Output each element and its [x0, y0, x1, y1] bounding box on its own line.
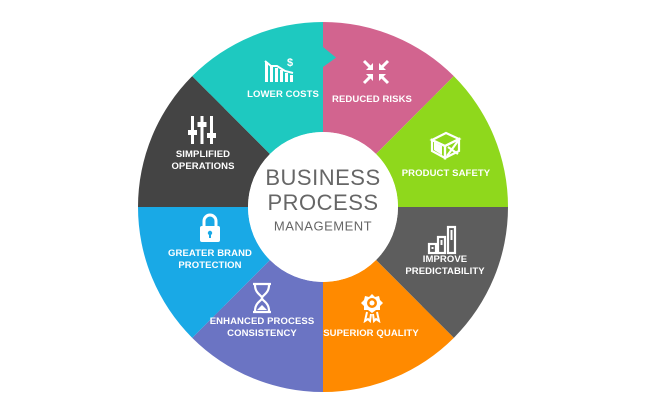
segment-label-product-safety: PRODUCT SAFETY [401, 168, 491, 179]
label-line2: OPERATIONS [171, 161, 235, 172]
segment-label-superior-quality: SUPERIOR QUALITY [323, 328, 419, 339]
label-line1: SIMPLIFIED [175, 149, 231, 160]
center-circle [248, 132, 398, 282]
segment-enhanced-process-consistency [192, 260, 323, 392]
arrows-inward-icon [362, 59, 390, 85]
label-line1: GREATER BRAND [168, 248, 252, 259]
center-title-line3: MANAGEMENT [273, 218, 373, 234]
box-icon [429, 131, 462, 160]
award-badge-icon [361, 294, 383, 323]
segment-arrow-notch [323, 47, 337, 67]
segment-simplified-operations [138, 76, 270, 207]
segment-label-reduced-risks: REDUCED RISKS [332, 94, 412, 105]
lock-icon [200, 213, 220, 242]
label-line2: CONSISTENCY [227, 328, 297, 339]
hourglass-icon [253, 282, 271, 314]
sliders-icon [188, 116, 216, 144]
segment-superior-quality [323, 260, 454, 392]
label-line2: PREDICTABILITY [405, 266, 485, 277]
segment-label-lower-costs: LOWER COSTS [247, 89, 319, 100]
label-line2: PROTECTION [178, 260, 242, 271]
center-title-line1: BUSINESS [265, 165, 381, 190]
label-line1: ENHANCED PROCESS [209, 316, 315, 327]
segment-product-safety [376, 76, 508, 207]
label-line1: IMPROVE [422, 254, 468, 265]
bar-chart-icon [427, 225, 457, 255]
segment-improve-predictability [376, 207, 508, 338]
center-title-line2: PROCESS [267, 190, 379, 215]
segment-greater-brand-protection [138, 207, 270, 338]
segment-lower-costs [192, 22, 323, 154]
svg-text:$: $ [287, 57, 293, 69]
cost-down-chart-icon: $ [264, 57, 294, 82]
segment-reduced-risks [323, 22, 454, 154]
